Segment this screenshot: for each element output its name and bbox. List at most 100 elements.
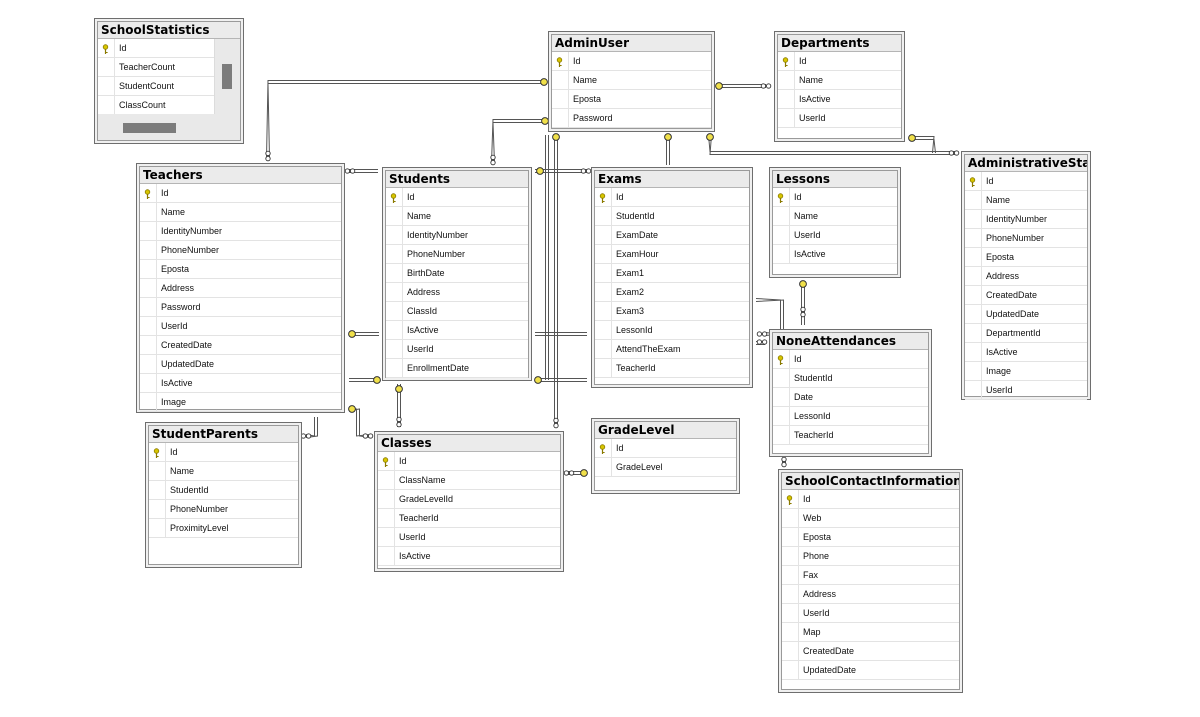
column-row[interactable]: PhoneNumber bbox=[965, 229, 1087, 248]
table-students[interactable]: Students Id Name IdentityNumber PhoneNum… bbox=[382, 167, 532, 381]
table-title[interactable]: Exams bbox=[595, 171, 749, 188]
column-row[interactable]: DepartmentId bbox=[965, 324, 1087, 343]
column-row[interactable]: UserId bbox=[378, 528, 560, 547]
column-row[interactable]: IsActive bbox=[965, 343, 1087, 362]
table-adminuser[interactable]: AdminUser Id Name Eposta Password bbox=[548, 31, 715, 132]
column-row[interactable]: Eposta bbox=[965, 248, 1087, 267]
column-row[interactable]: PhoneNumber bbox=[149, 500, 298, 519]
column-row[interactable]: Address bbox=[965, 267, 1087, 286]
column-row[interactable]: Exam1 bbox=[595, 264, 749, 283]
table-lessons[interactable]: Lessons Id Name UserId IsActive bbox=[769, 167, 901, 278]
table-title[interactable]: SchoolContactInformation bbox=[782, 473, 959, 490]
column-row[interactable]: UserId bbox=[140, 317, 341, 336]
column-row[interactable]: Id bbox=[595, 439, 736, 458]
column-row[interactable]: Name bbox=[552, 71, 711, 90]
table-studentparents[interactable]: StudentParents Id Name StudentId PhoneNu… bbox=[145, 422, 302, 568]
column-row[interactable]: LessonId bbox=[595, 321, 749, 340]
scroll-thumb[interactable] bbox=[123, 123, 176, 133]
table-title[interactable]: AdministrativeStaff bbox=[965, 155, 1087, 172]
table-schoolstatistics[interactable]: SchoolStatistics Id TeacherCount Student… bbox=[94, 18, 244, 144]
column-row[interactable]: CreatedDate bbox=[782, 642, 959, 661]
column-row[interactable]: Name bbox=[778, 71, 901, 90]
table-title[interactable]: Classes bbox=[378, 435, 560, 452]
table-noneattendances[interactable]: NoneAttendances Id StudentId Date Lesson… bbox=[769, 329, 932, 457]
column-row[interactable]: IsActive bbox=[378, 547, 560, 566]
column-row[interactable]: Name bbox=[386, 207, 528, 226]
column-row[interactable]: Map bbox=[782, 623, 959, 642]
column-row[interactable]: Address bbox=[386, 283, 528, 302]
column-row[interactable]: Image bbox=[965, 362, 1087, 381]
table-classes[interactable]: Classes Id ClassName GradeLevelId Teache… bbox=[374, 431, 564, 572]
column-row[interactable]: Id bbox=[98, 39, 214, 58]
table-exams[interactable]: Exams Id StudentId ExamDate ExamHour Exa… bbox=[591, 167, 753, 388]
table-teachers[interactable]: Teachers Id Name IdentityNumber PhoneNum… bbox=[136, 163, 345, 413]
column-row[interactable]: Eposta bbox=[782, 528, 959, 547]
column-row[interactable]: ExamDate bbox=[595, 226, 749, 245]
table-title[interactable]: Teachers bbox=[140, 167, 341, 184]
column-row[interactable]: Id bbox=[149, 443, 298, 462]
table-schoolcontactinformation[interactable]: SchoolContactInformation Id Web Eposta P… bbox=[778, 469, 963, 693]
table-departments[interactable]: Departments Id Name IsActive UserId bbox=[774, 31, 905, 142]
column-row[interactable]: IsActive bbox=[386, 321, 528, 340]
column-row[interactable]: Id bbox=[140, 184, 341, 203]
column-row[interactable]: Eposta bbox=[552, 90, 711, 109]
table-title[interactable]: Students bbox=[386, 171, 528, 188]
column-row[interactable]: StudentCount bbox=[98, 77, 214, 96]
column-row[interactable]: GradeLevel bbox=[595, 458, 736, 477]
column-row[interactable]: ClassCount bbox=[98, 96, 214, 115]
column-row[interactable]: Image bbox=[140, 393, 341, 412]
column-row[interactable]: Name bbox=[773, 207, 897, 226]
column-row[interactable]: UpdatedDate bbox=[782, 661, 959, 680]
column-row[interactable]: UserId bbox=[773, 226, 897, 245]
table-gradelevel[interactable]: GradeLevel Id GradeLevel bbox=[591, 418, 740, 494]
column-row[interactable]: Address bbox=[782, 585, 959, 604]
column-row[interactable]: CreatedDate bbox=[140, 336, 341, 355]
column-row[interactable]: CreatedDate bbox=[965, 286, 1087, 305]
column-row[interactable]: Web bbox=[782, 509, 959, 528]
column-row[interactable]: TeacherCount bbox=[98, 58, 214, 77]
column-row[interactable]: UserId bbox=[386, 340, 528, 359]
column-row[interactable]: Id bbox=[552, 52, 711, 71]
column-row[interactable]: UpdatedDate bbox=[140, 355, 341, 374]
column-row[interactable]: IsActive bbox=[778, 90, 901, 109]
column-row[interactable]: Fax bbox=[782, 566, 959, 585]
column-row[interactable]: Exam3 bbox=[595, 302, 749, 321]
table-title[interactable]: Departments bbox=[778, 35, 901, 52]
column-row[interactable]: Name bbox=[140, 203, 341, 222]
column-row[interactable]: IsActive bbox=[140, 374, 341, 393]
column-row[interactable]: IdentityNumber bbox=[140, 222, 341, 241]
column-row[interactable]: UpdatedDate bbox=[965, 305, 1087, 324]
column-row[interactable]: AttendTheExam bbox=[595, 340, 749, 359]
column-row[interactable]: PhoneNumber bbox=[386, 245, 528, 264]
column-row[interactable]: IdentityNumber bbox=[386, 226, 528, 245]
column-row[interactable]: Id bbox=[782, 490, 959, 509]
table-title[interactable]: StudentParents bbox=[149, 426, 298, 443]
column-row[interactable]: Name bbox=[149, 462, 298, 481]
column-row[interactable]: LessonId bbox=[773, 407, 928, 426]
vertical-scrollbar[interactable] bbox=[214, 39, 240, 114]
column-row[interactable]: StudentId bbox=[595, 207, 749, 226]
column-row[interactable]: GradeLevelId bbox=[378, 490, 560, 509]
column-row[interactable]: Id bbox=[773, 350, 928, 369]
column-row[interactable]: Date bbox=[773, 388, 928, 407]
column-row[interactable]: TeacherId bbox=[378, 509, 560, 528]
column-row[interactable]: IsActive bbox=[773, 245, 897, 264]
table-title[interactable]: NoneAttendances bbox=[773, 333, 928, 350]
column-row[interactable]: Name bbox=[965, 191, 1087, 210]
column-row[interactable]: Phone bbox=[782, 547, 959, 566]
table-title[interactable]: GradeLevel bbox=[595, 422, 736, 439]
table-title[interactable]: SchoolStatistics bbox=[98, 22, 240, 39]
column-row[interactable]: EnrollmentDate bbox=[386, 359, 528, 378]
column-row[interactable]: StudentId bbox=[773, 369, 928, 388]
column-row[interactable]: ExamHour bbox=[595, 245, 749, 264]
column-row[interactable]: PhoneNumber bbox=[140, 241, 341, 260]
column-row[interactable]: UserId bbox=[965, 381, 1087, 400]
column-row[interactable]: Password bbox=[552, 109, 711, 128]
column-row[interactable]: Id bbox=[386, 188, 528, 207]
column-row[interactable]: TeacherId bbox=[595, 359, 749, 378]
column-row[interactable]: Password bbox=[140, 298, 341, 317]
column-row[interactable]: ProximityLevel bbox=[149, 519, 298, 538]
table-title[interactable]: Lessons bbox=[773, 171, 897, 188]
column-row[interactable]: Exam2 bbox=[595, 283, 749, 302]
column-row[interactable]: Id bbox=[378, 452, 560, 471]
